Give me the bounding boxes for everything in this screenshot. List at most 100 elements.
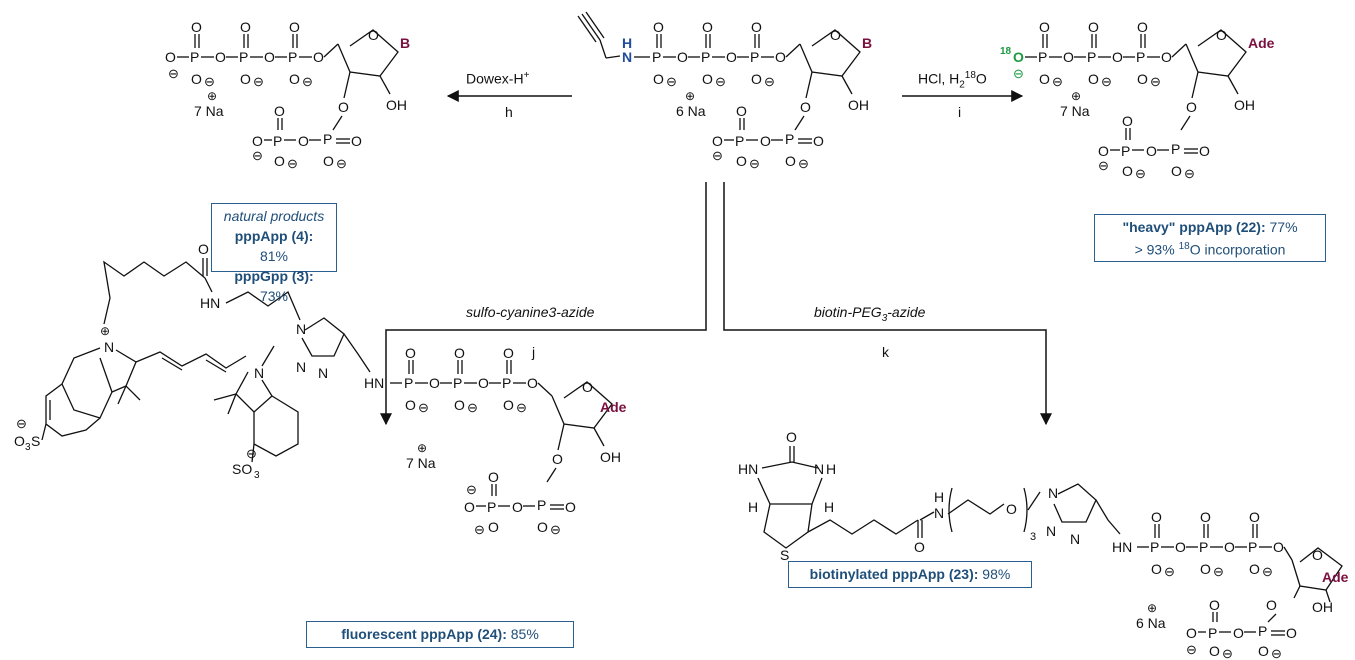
o-atom: O [191,19,202,35]
arrow-j [380,182,707,426]
o-atom: O [1186,99,1197,115]
o-atom: O [1199,143,1210,159]
charge-plus: ⊕ [100,324,110,338]
o-atom: O [240,19,251,35]
p-atom: P [273,133,282,149]
o-atom: O [565,499,576,515]
charge-plus: ⊕ [1147,601,1157,615]
ring-o-atom: O [1216,27,1227,43]
charge-minus: ⊖ [715,74,726,89]
oh-group: OH [600,449,621,465]
charge-minus: ⊖ [666,74,677,89]
p-atom: P [1038,49,1047,65]
s-atom: S [31,433,40,449]
natural-products-heading: natural products [223,208,325,224]
reagent-h: Dowex-H+ [466,70,529,87]
hn-group: HN [200,295,220,311]
base-label: B [400,35,410,51]
o-atom: O [1137,71,1148,87]
n-atom: N [104,339,114,355]
ring-o-atom: O [368,27,379,43]
p-atom: P [1136,49,1145,65]
o-atom: O [1233,625,1244,641]
pppapp-4-yield: 81% [259,248,289,264]
step-k-letter: k [882,344,889,360]
reagent-j: sulfo-cyanine3-azide [466,304,595,320]
o-atom: O [736,153,747,169]
o-atom: O [1224,539,1235,555]
o-atom: O [653,19,664,35]
biotinylated-pppapp-name: biotinylated pppApp (23): [809,566,979,582]
o-atom: O [1137,19,1148,35]
starting-material: H N P O O ⊖ O P O O ⊖ O P O O ⊖ O O B OH [577,11,872,171]
counterion-fluor: 7 Na [406,455,436,471]
o18-atom: O [1013,49,1024,65]
n-atom: N [814,461,824,477]
charge-minus: ⊖ [1213,564,1224,579]
arrow-k [723,182,1052,426]
counterion-start: 6 Na [676,103,706,119]
nh-n-atom: N [622,49,632,65]
reagent-i: HCl, H218O [918,70,987,90]
pppgpp-3-yield: 73% [259,288,289,304]
o-atom: O [1175,539,1186,555]
o-atom: O [405,345,416,361]
o-atom: O [1258,643,1269,659]
p-atom: P [735,133,744,149]
charge-minus: ⊖ [1164,564,1175,579]
left-product: O ⊖ P O O ⊖ O P O O ⊖ O P O O ⊖ O O B OH… [165,19,410,171]
heavy-pppapp-box: "heavy" pppApp (22): 77% > 93% 18O incor… [1094,214,1326,262]
p-atom: P [288,49,297,65]
pppapp-4-name: pppApp (4): [234,228,314,244]
o-atom: O [1266,597,1277,613]
o-atom: O [712,133,723,149]
biotinylated-pppapp-yield: 98% [978,566,1011,582]
o-atom: O [785,153,796,169]
o-atom: O [289,71,300,87]
charge-minus: ⊖ [1150,74,1161,89]
h-atom: H [748,499,758,515]
charge-minus: ⊖ [204,74,215,89]
reagent-k: biotin-PEG3-azide [814,304,925,324]
oh-group: OH [1312,599,1333,615]
p-atom: P [785,131,794,147]
p-atom: P [323,131,332,147]
right-product: 18 O ⊖ P O O ⊖ O P O O ⊖ O P O O ⊖ O O A… [1000,19,1275,181]
h-atom: H [826,461,836,477]
charge-minus: ⊖ [336,156,347,171]
o-atom: O [1151,561,1162,577]
o-atom: O [503,345,514,361]
n-atom: N [318,365,328,381]
p-atom: P [453,375,462,391]
charge-minus: ⊖ [16,416,27,431]
n-atom: N [296,359,306,375]
p-atom: P [1208,625,1217,641]
counterion-right: 7 Na [1060,103,1090,119]
charge-minus: ⊖ [1271,646,1282,660]
o18-label: 18 [1000,46,1012,57]
o-atom: O [677,49,688,65]
o-atom: O [215,49,226,65]
heavy-pppapp-name: "heavy" pppApp (22): [1122,219,1266,235]
charge-minus: ⊖ [302,74,313,89]
o-atom: O [1161,49,1172,65]
charge-minus: ⊖ [1184,166,1195,181]
oh-group: OH [848,97,869,113]
o-atom: O [1039,19,1050,35]
o-atom: O [464,499,475,515]
p-atom: P [487,499,496,515]
charge-minus: ⊖ [1098,158,1109,173]
o-atom: O [813,133,824,149]
o-atom: O [751,19,762,35]
charge-minus: ⊖ [466,482,477,497]
charge-minus: ⊖ [1052,74,1063,89]
o-atom: O [338,99,349,115]
charge-minus: ⊖ [550,522,561,537]
heavy-pppapp-yield: 77% [1265,219,1298,235]
o-atom: O [313,49,324,65]
o-atom: O [165,49,176,65]
o-atom: O [512,499,523,515]
natural-products-box: natural products pppApp (4): 81% pppGpp … [211,203,337,304]
n-atom: N [1048,485,1058,501]
p-atom: P [537,497,546,513]
